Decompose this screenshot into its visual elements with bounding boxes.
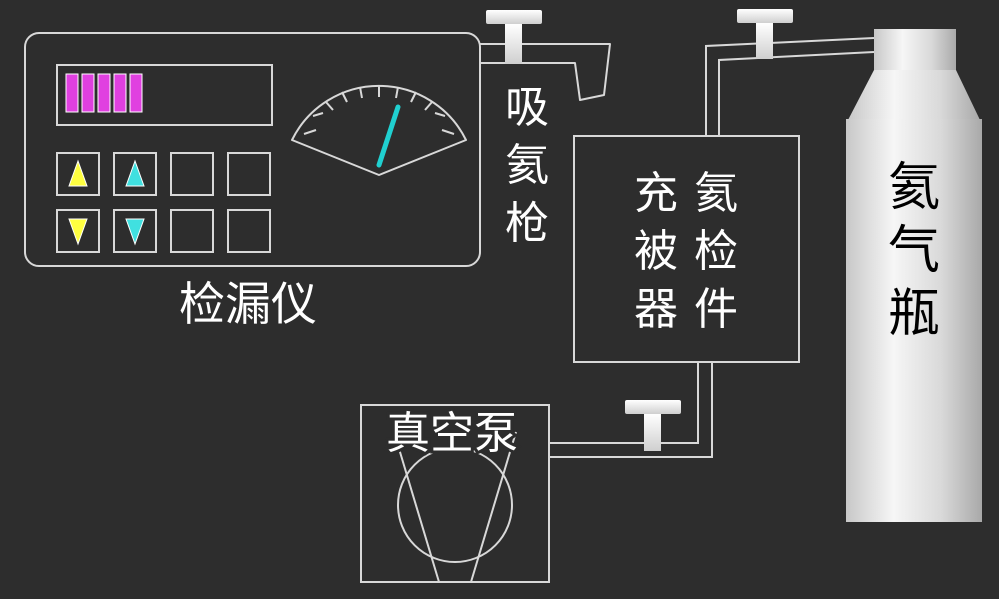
cylinder-shoulder xyxy=(848,70,980,120)
test-part-label-char: 件 xyxy=(694,284,738,335)
vacuum-pump: 真空泵 xyxy=(360,404,550,583)
display-level-bars xyxy=(65,73,143,113)
vacuum-pipe xyxy=(550,362,713,458)
display-level-bar xyxy=(97,73,111,113)
supply-pipe xyxy=(718,51,875,135)
supply-valve-handle[interactable] xyxy=(737,9,793,23)
gauge-tick xyxy=(312,112,324,117)
helium-supply-line xyxy=(705,9,875,135)
leak-detector-keypad xyxy=(56,152,271,253)
test-part-label-char: 检 xyxy=(694,226,738,277)
gauge-needle xyxy=(376,104,401,168)
gauge-tick xyxy=(359,86,363,99)
vacuum-pump-vane xyxy=(393,431,440,583)
supply-pipe xyxy=(705,37,875,135)
gauge-tick xyxy=(395,86,399,99)
cylinder-valve-cap xyxy=(874,29,956,70)
gauge-face xyxy=(291,84,467,176)
gauge-ticks xyxy=(303,85,455,135)
helium-cylinder: 氦 气 瓶 xyxy=(846,29,982,522)
vacuum-line xyxy=(550,362,713,458)
cylinder-label-char: 瓶 xyxy=(888,284,940,344)
gauge-tick xyxy=(410,91,417,103)
test-part-box xyxy=(573,135,800,363)
gauge-tick xyxy=(341,91,348,103)
keypad-button-up-yellow[interactable] xyxy=(56,152,100,196)
leak-detector-housing xyxy=(24,32,481,267)
up-arrow-yellow-icon xyxy=(68,159,88,187)
sniffer-hose xyxy=(479,43,611,101)
sniffer-valve-stem xyxy=(505,24,522,64)
keypad-button-blank[interactable] xyxy=(170,209,214,253)
sniffer-gun-label-char: 吸 xyxy=(505,82,549,133)
vacuum-pump-box xyxy=(360,404,550,583)
keypad-button-up-cyan[interactable] xyxy=(113,152,157,196)
keypad-button-blank[interactable] xyxy=(227,152,271,196)
display-level-bar xyxy=(81,73,95,113)
keypad-button-blank[interactable] xyxy=(227,209,271,253)
test-part-label-char: 充 xyxy=(634,168,678,219)
gauge-tick xyxy=(434,112,446,117)
test-part-label-char: 被 xyxy=(634,226,678,277)
display-level-bar xyxy=(65,73,79,113)
keypad-button-down-cyan[interactable] xyxy=(113,209,157,253)
cylinder-label-char: 氦 xyxy=(888,158,940,218)
test-part: 充 氦 被 检 器 件 xyxy=(573,135,800,363)
gauge-tick xyxy=(303,129,317,135)
vacuum-valve-handle[interactable] xyxy=(625,400,681,414)
leak-rate-gauge xyxy=(291,84,467,176)
display-level-bar xyxy=(129,73,143,113)
test-part-label-char: 氦 xyxy=(694,168,738,219)
keypad-button-down-yellow[interactable] xyxy=(56,209,100,253)
display-level-bar xyxy=(113,73,127,113)
test-part-label-char: 器 xyxy=(634,284,678,335)
gauge-tick xyxy=(424,101,433,111)
vacuum-pipe xyxy=(550,362,699,444)
keypad-button-blank[interactable] xyxy=(170,152,214,196)
down-arrow-cyan-icon xyxy=(125,218,145,246)
leak-detector-label: 检漏仪 xyxy=(179,277,317,331)
vacuum-pump-label: 真空泵 xyxy=(386,408,518,459)
cylinder-label-char: 气 xyxy=(888,221,940,281)
cylinder-body xyxy=(846,119,982,522)
leak-detector-display xyxy=(56,64,273,126)
up-arrow-cyan-icon xyxy=(125,159,145,187)
vacuum-pump-vane xyxy=(470,431,517,583)
leak-detector: 检漏仪 xyxy=(24,32,481,331)
gauge-tick xyxy=(325,101,334,111)
down-arrow-yellow-icon xyxy=(68,218,88,246)
supply-valve-stem xyxy=(756,23,773,59)
sniffer-gun-label-char: 氦 xyxy=(505,140,549,191)
sniffer-valve-handle[interactable] xyxy=(486,10,542,24)
vacuum-valve-stem xyxy=(644,414,661,451)
gauge-tick xyxy=(441,129,455,135)
sniffer-gun-label-char: 枪 xyxy=(505,198,549,249)
sniffer-gun: 吸 氦 枪 xyxy=(479,10,611,249)
vacuum-pump-rotor xyxy=(397,447,513,563)
